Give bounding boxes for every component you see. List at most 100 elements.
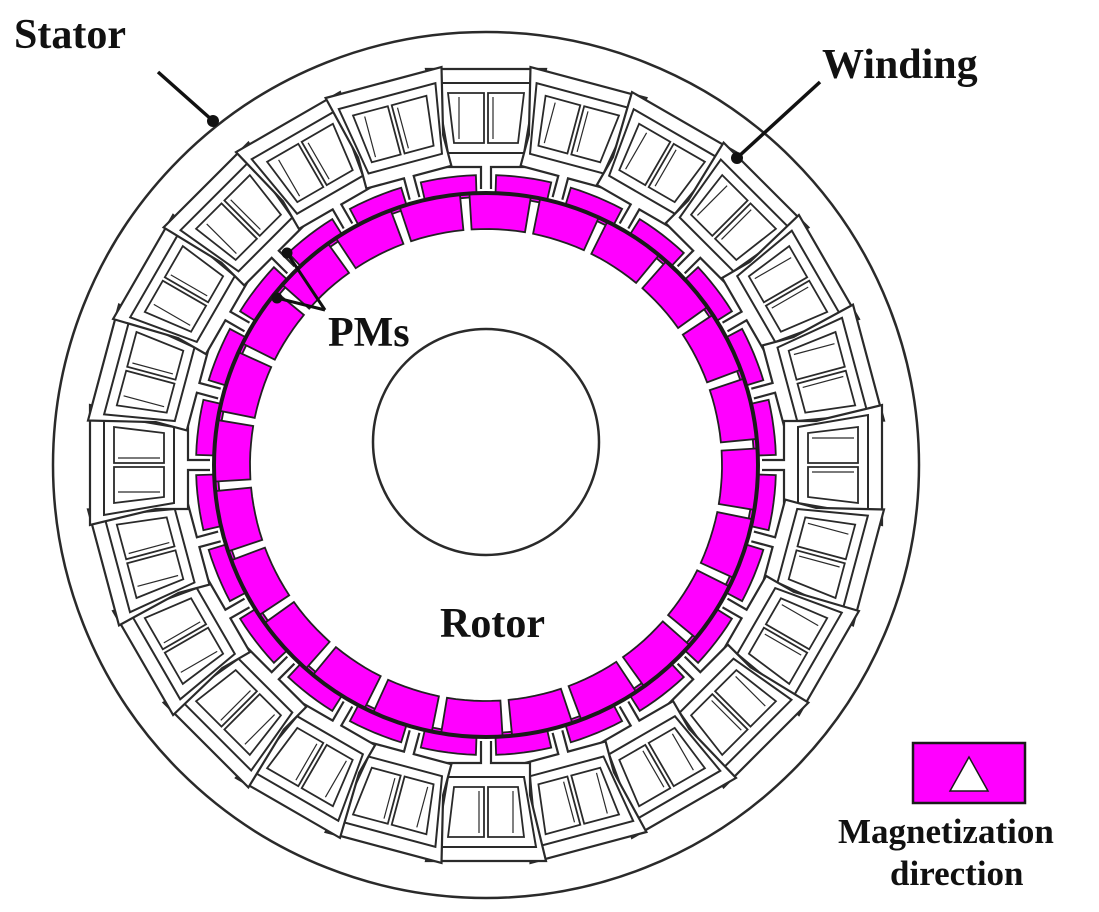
winding-conductor (126, 549, 185, 600)
winding-conductor-line (244, 714, 276, 745)
winding-conductor (713, 668, 778, 728)
winding-conductor (618, 122, 672, 187)
stator-slot (664, 643, 811, 790)
winding-conductor (390, 94, 435, 155)
legend: Magnetization direction (838, 741, 1054, 893)
winding-conductor-line (735, 675, 766, 707)
winding-conductor-line (543, 102, 556, 144)
winding-conductor-line (764, 633, 802, 656)
winding-conductor-line (711, 700, 742, 731)
winding-conductor (113, 466, 165, 505)
winding-conductor (113, 425, 165, 464)
winding-conductor-line (278, 159, 301, 197)
stator-leader-dot (207, 115, 219, 127)
winding-conductor-line (754, 257, 792, 280)
rotor-outer-boundary (212, 191, 760, 739)
stator-slot (323, 730, 453, 865)
winding-conductor (787, 549, 846, 600)
stator-slot (323, 65, 453, 200)
winding-conductor (163, 626, 225, 686)
winding-conductor (163, 244, 225, 304)
winding-conductor-line (230, 199, 261, 230)
stator-slot (519, 65, 649, 200)
winding-conductor-line (802, 375, 844, 388)
winding-conductor-line (180, 650, 218, 673)
stator-slot (161, 140, 308, 287)
winding-conductor (537, 775, 582, 836)
winding-leader-dot (731, 152, 743, 164)
winding-conductor (570, 766, 621, 825)
winding-conductor (351, 105, 402, 164)
stator-slot (664, 140, 811, 287)
winding-conductor (570, 105, 621, 164)
winding-conductor (126, 330, 185, 381)
winding-conductor-line (625, 132, 648, 170)
stator-slot (86, 498, 221, 628)
rotor-permanent-magnet (717, 447, 759, 511)
rotor-permanent-magnet (214, 486, 264, 553)
triangle-up-icon (948, 755, 990, 792)
winding-conductor (807, 425, 859, 464)
winding-conductor (796, 516, 857, 561)
winding-conductor-line (807, 522, 849, 535)
winding-conductor (713, 202, 778, 262)
pms-leader-line-lower (276, 296, 326, 312)
winding-conductor-line (295, 743, 318, 781)
winding-conductor-line (206, 223, 237, 255)
winding-conductor-line (654, 149, 677, 187)
stator-slot (720, 574, 861, 717)
winding-conductor-line (576, 111, 589, 153)
winding-conductor-line (563, 781, 576, 823)
winding-conductor-line (595, 772, 608, 814)
winding-conductor (647, 142, 707, 204)
permanent-magnets-layer (195, 174, 777, 756)
winding-conductor-line (364, 116, 377, 158)
winding-conductor (787, 330, 846, 381)
rotor-permanent-magnet (398, 193, 465, 243)
winding-conductor-line (170, 274, 208, 297)
stator-slot (751, 498, 886, 628)
winding-conductor (764, 279, 829, 333)
winding-conductor (300, 122, 354, 187)
winding-conductor (194, 202, 259, 262)
stator-slots-layer (86, 65, 886, 865)
stator-leader-line (156, 70, 214, 122)
winding-conductor (143, 597, 208, 651)
rotor-permanent-magnet (507, 687, 574, 737)
winding-conductor-line (793, 343, 835, 356)
winding-conductor-line (123, 395, 165, 408)
rotor-permanent-magnet (213, 419, 255, 483)
legend-label-line1: Magnetization (838, 812, 1054, 851)
stator-slot (88, 403, 210, 527)
winding-conductor (689, 692, 749, 757)
winding-conductor (747, 244, 809, 304)
winding-conductor-line (137, 574, 179, 587)
winding-conductor-line (771, 286, 809, 309)
rotor-label: Rotor (440, 601, 545, 647)
pms-leader-dot-lower (271, 292, 283, 304)
pms-label: PMs (328, 310, 410, 356)
winding-leader-line (736, 80, 822, 159)
winding-conductor-line (128, 542, 170, 555)
stator-outer-boundary (51, 30, 921, 900)
stator-label: Stator (14, 12, 126, 58)
stator-slot (234, 699, 377, 840)
winding-conductor (618, 743, 672, 808)
winding-conductor-line (642, 750, 665, 788)
winding-conductor-line (416, 786, 429, 828)
winding-conductor-line (132, 362, 174, 375)
winding-coil (337, 81, 444, 175)
winding-conductor-line (153, 303, 191, 326)
winding-conductor (807, 466, 859, 505)
winding-conductor (351, 766, 402, 825)
winding-conductor (115, 516, 176, 561)
winding-conductor (223, 173, 283, 238)
rotor-shaft (371, 327, 601, 557)
pms-leader-line-upper (285, 252, 327, 311)
winding-conductor-line (220, 690, 251, 721)
winding-conductor (194, 668, 259, 728)
winding-conductor (143, 279, 208, 333)
winding-conductor-line (798, 555, 840, 568)
